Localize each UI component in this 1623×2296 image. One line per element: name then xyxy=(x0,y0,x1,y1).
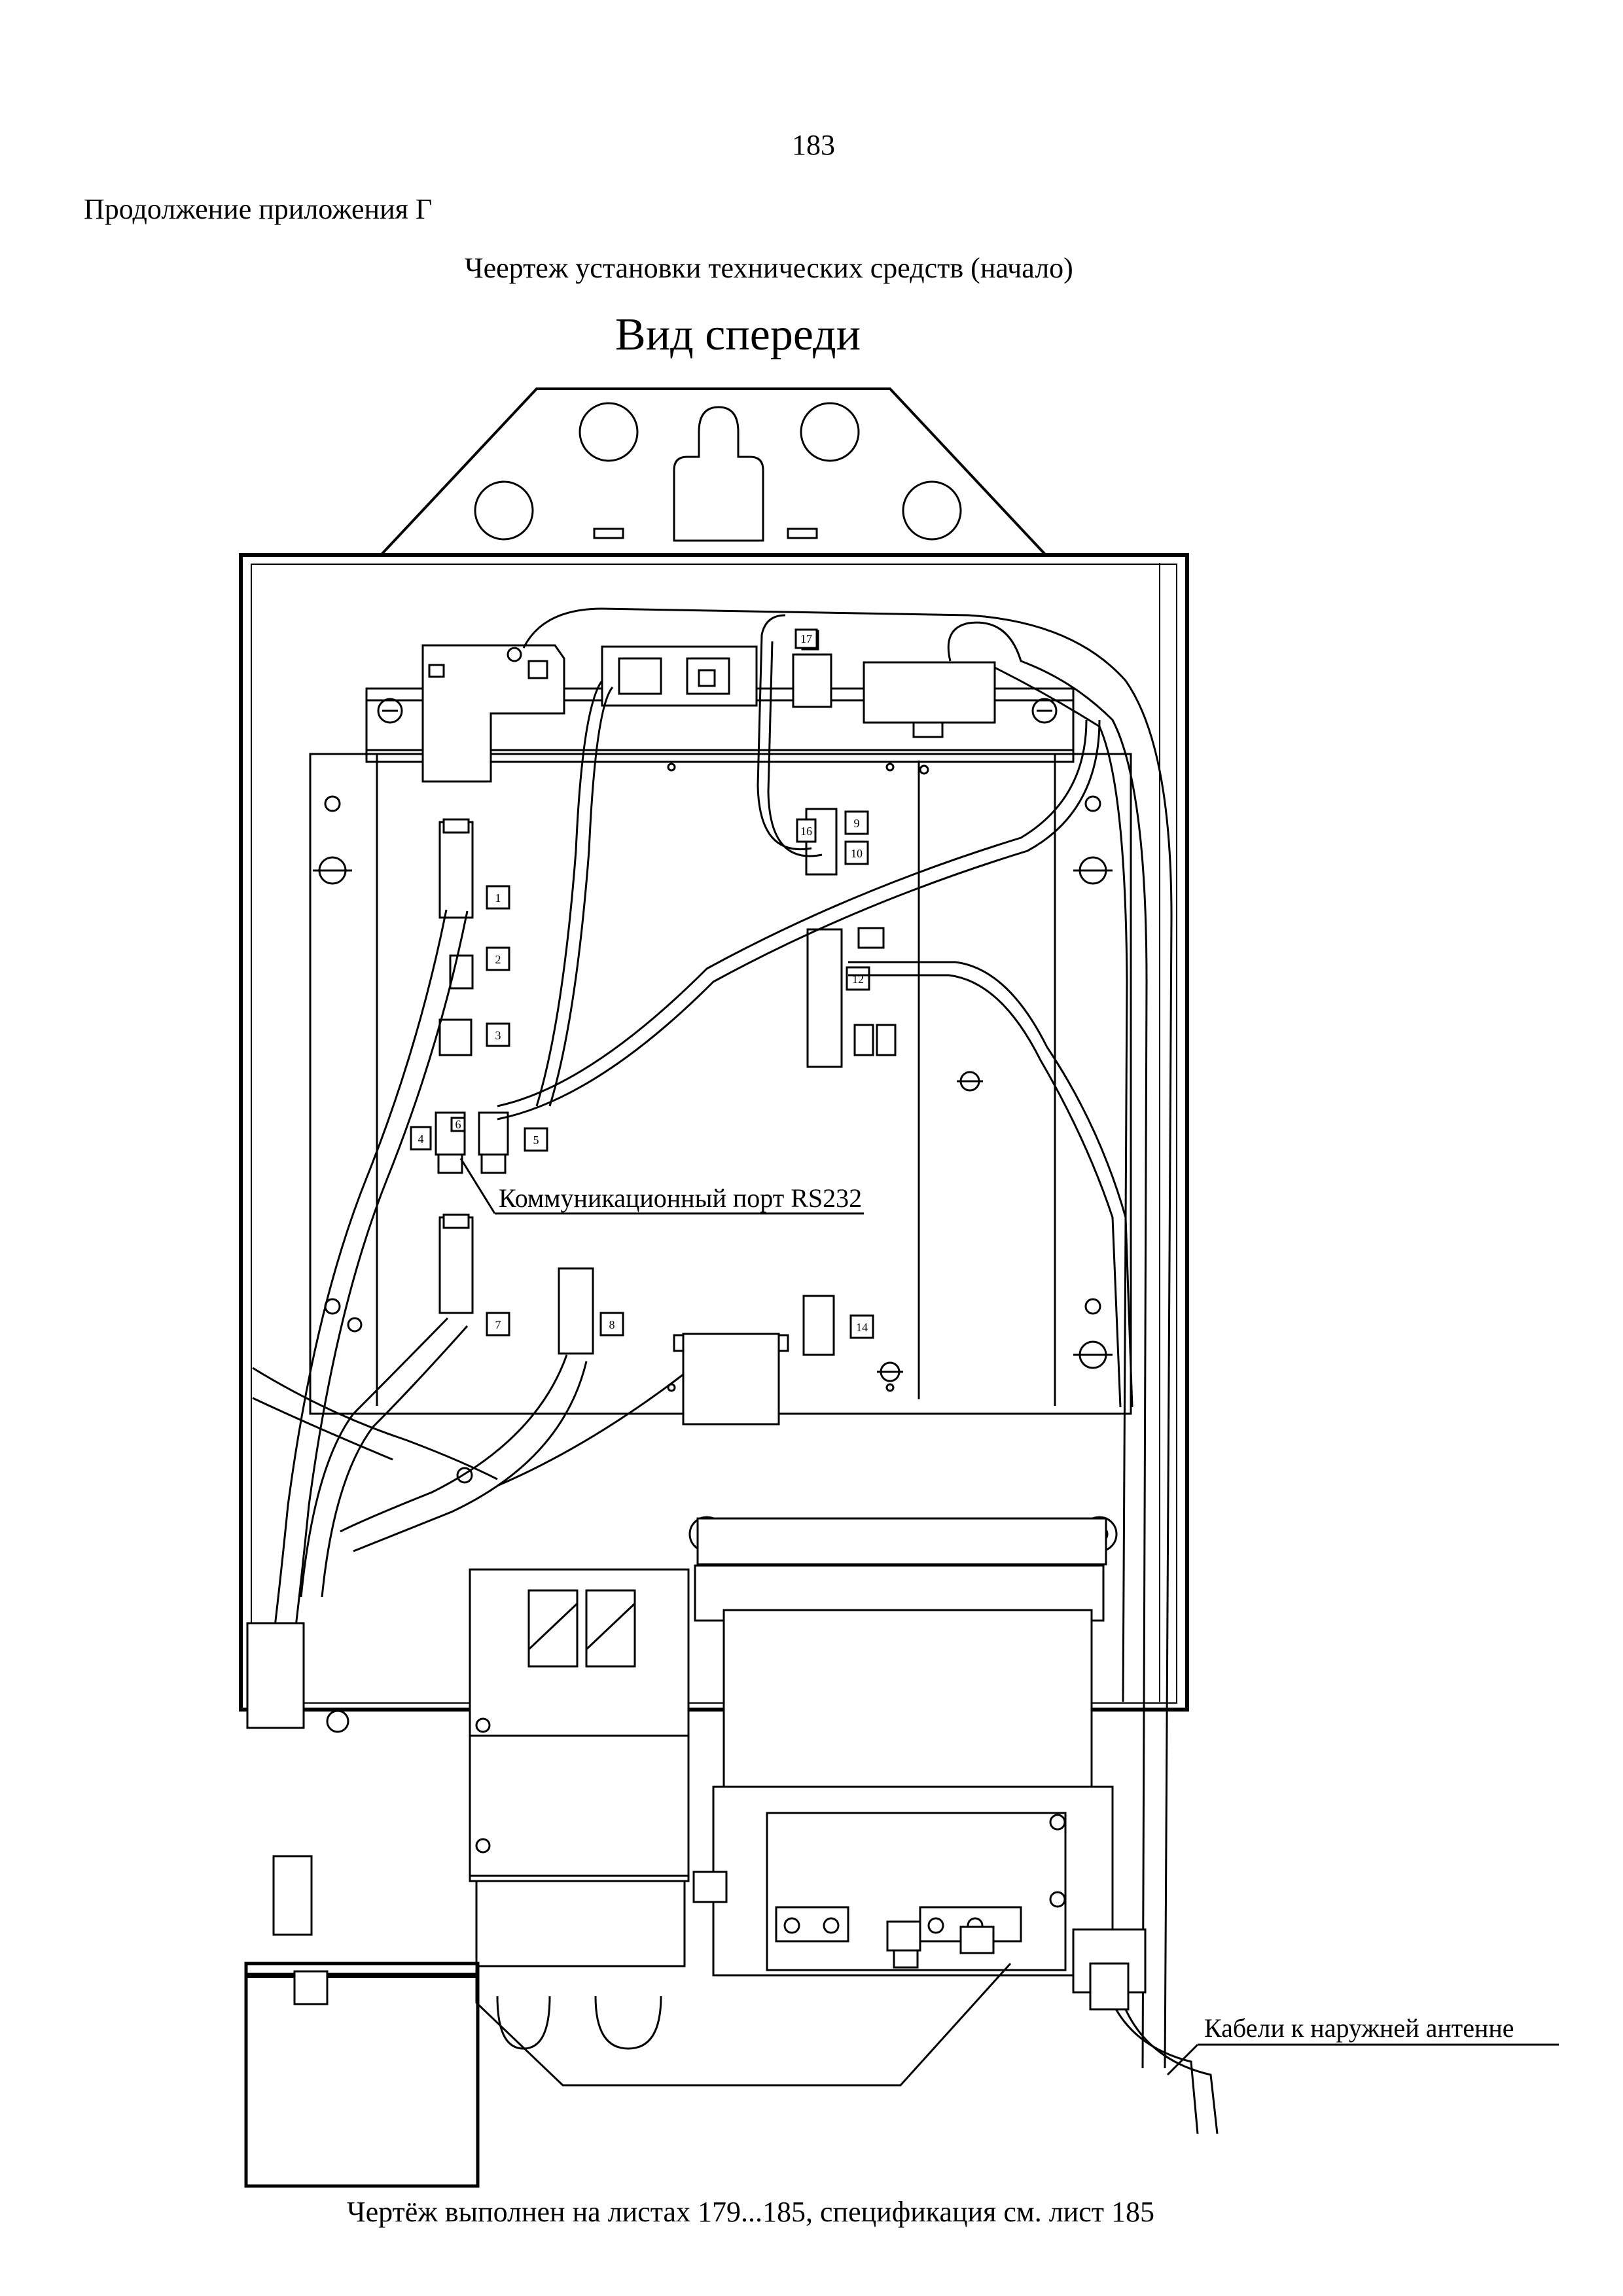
position-label: 1 xyxy=(495,891,501,905)
page-number: 183 xyxy=(792,129,835,161)
bottom-extensions xyxy=(244,1962,1012,2188)
position-label: 7 xyxy=(495,1318,501,1331)
position-label: 6 xyxy=(455,1118,461,1131)
drawing-caption: Чеертеж установки технических средств (н… xyxy=(465,252,1073,284)
power-supply xyxy=(469,1568,690,1967)
lower-left-channel xyxy=(246,1622,349,1936)
cable-glands xyxy=(692,1871,1147,2011)
position-label: 9 xyxy=(854,817,860,830)
rs232-callout-label: Коммуникационный порт RS232 xyxy=(499,1183,862,1213)
position-label: 5 xyxy=(533,1134,539,1147)
view-title: Вид спереди xyxy=(615,310,861,360)
plate-modules xyxy=(435,808,897,1426)
position-markers: 1 2 3 4 5 6 7 8 9 10 12 14 16 17 xyxy=(410,628,874,1339)
position-label: 16 xyxy=(800,825,812,838)
antenna-callout: Кабели к наружней антенне xyxy=(1166,2013,1559,2076)
battery-compartment xyxy=(688,1516,1118,1977)
side-screws xyxy=(313,856,1113,1382)
position-label: 8 xyxy=(609,1318,615,1331)
position-label: 3 xyxy=(495,1029,501,1042)
position-label: 2 xyxy=(495,953,501,966)
antenna-callout-label: Кабели к наружней антенне xyxy=(1204,2013,1514,2043)
rs232-callout: Коммуникационный порт RS232 xyxy=(459,1158,864,1215)
footer-note: Чертёж выполнен на листах 179...185, спе… xyxy=(347,2196,1154,2228)
position-label: 14 xyxy=(856,1321,868,1334)
position-label: 17 xyxy=(800,632,812,645)
enclosure xyxy=(239,553,1189,1712)
position-label: 4 xyxy=(418,1132,424,1145)
cable-harness xyxy=(252,607,1219,2134)
position-label: 10 xyxy=(851,847,863,860)
mounting-bracket xyxy=(378,387,1049,556)
appendix-continuation-label: Продолжение приложения Г xyxy=(84,193,433,225)
top-devices xyxy=(421,630,996,783)
